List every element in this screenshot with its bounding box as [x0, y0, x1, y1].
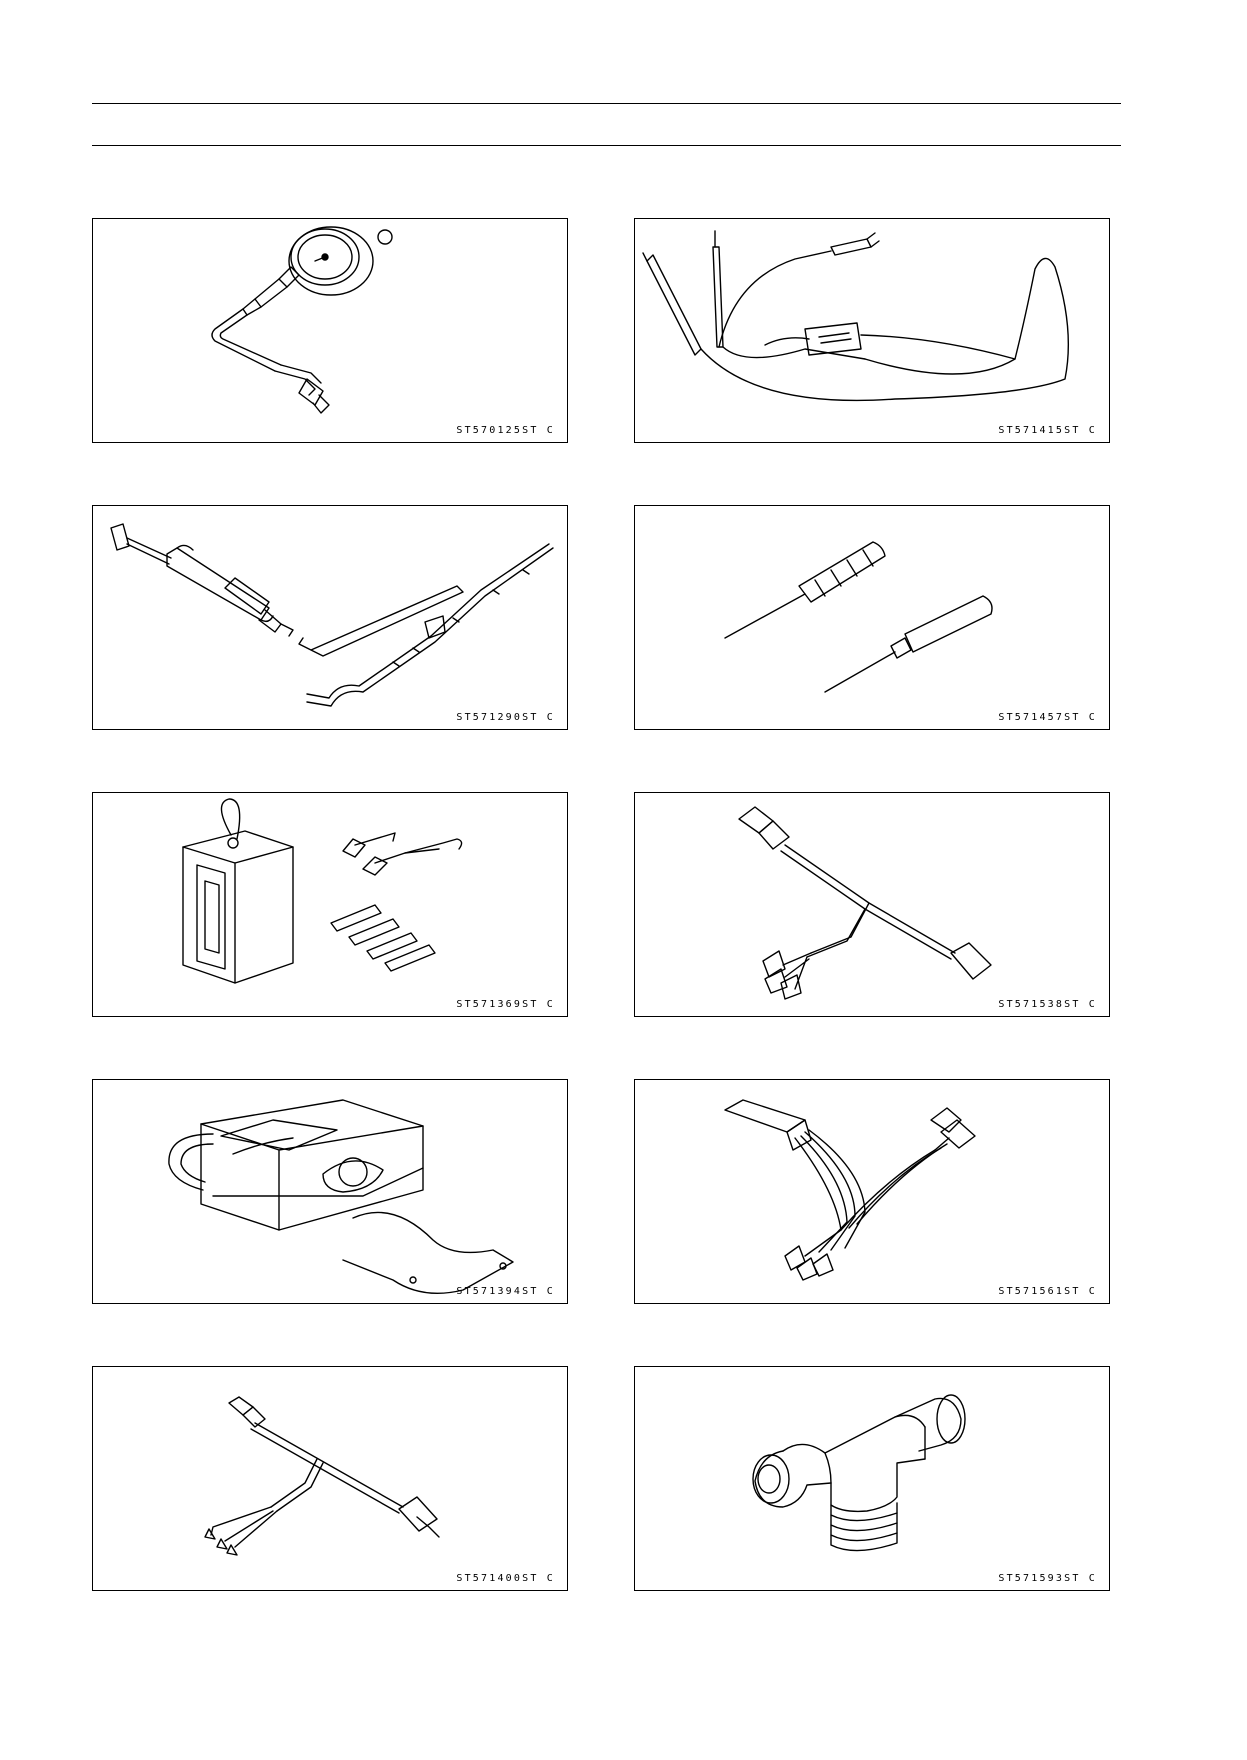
- figure-panel-1: ST570125ST C: [92, 218, 568, 443]
- t-fitting-icon: [752, 1394, 966, 1552]
- compression-gauge-icon: [211, 226, 393, 414]
- figure-code-6: ST571538ST C: [998, 999, 1097, 1010]
- figure-panel-7: ST571394ST C: [92, 1079, 568, 1304]
- lead-wire-adapter-icon: [724, 1099, 976, 1281]
- figure-panel-3: ST571290ST C: [92, 505, 568, 730]
- figure-panel-6: ST571538ST C: [634, 792, 1110, 1017]
- figure-code-9: ST571400ST C: [456, 1573, 555, 1584]
- figure-panel-10: ST571593ST C: [634, 1366, 1110, 1591]
- figure-panel-8: ST571561ST C: [634, 1079, 1110, 1304]
- fork-oil-level-gauge-icon: [110, 523, 554, 707]
- header-rule-top: [92, 103, 1121, 104]
- figure-code-1: ST570125ST C: [456, 425, 555, 436]
- multimeter-icon: [168, 1099, 514, 1295]
- figure-code-4: ST571457ST C: [998, 712, 1097, 723]
- figure-code-2: ST571415ST C: [998, 425, 1097, 436]
- figure-code-3: ST571290ST C: [456, 712, 555, 723]
- needle-adapter-set-icon: [724, 541, 993, 693]
- measuring-adapter-icon: [738, 806, 992, 1000]
- figure-panel-9: ST571400ST C: [92, 1366, 568, 1591]
- figure-panel-2: ST571415ST C: [634, 218, 1110, 443]
- hand-tester-icon: [182, 798, 463, 984]
- figure-panel-5: ST571369ST C: [92, 792, 568, 1017]
- pressure-sensor-adapter-icon: [204, 1396, 440, 1556]
- figure-code-5: ST571369ST C: [456, 999, 555, 1010]
- figure-code-8: ST571561ST C: [998, 1286, 1097, 1297]
- peak-voltage-adapter-icon: [642, 230, 1070, 402]
- figure-code-10: ST571593ST C: [998, 1573, 1097, 1584]
- figure-panel-4: ST571457ST C: [634, 505, 1110, 730]
- header-rule-bottom: [92, 145, 1121, 146]
- figure-code-7: ST571394ST C: [456, 1286, 555, 1297]
